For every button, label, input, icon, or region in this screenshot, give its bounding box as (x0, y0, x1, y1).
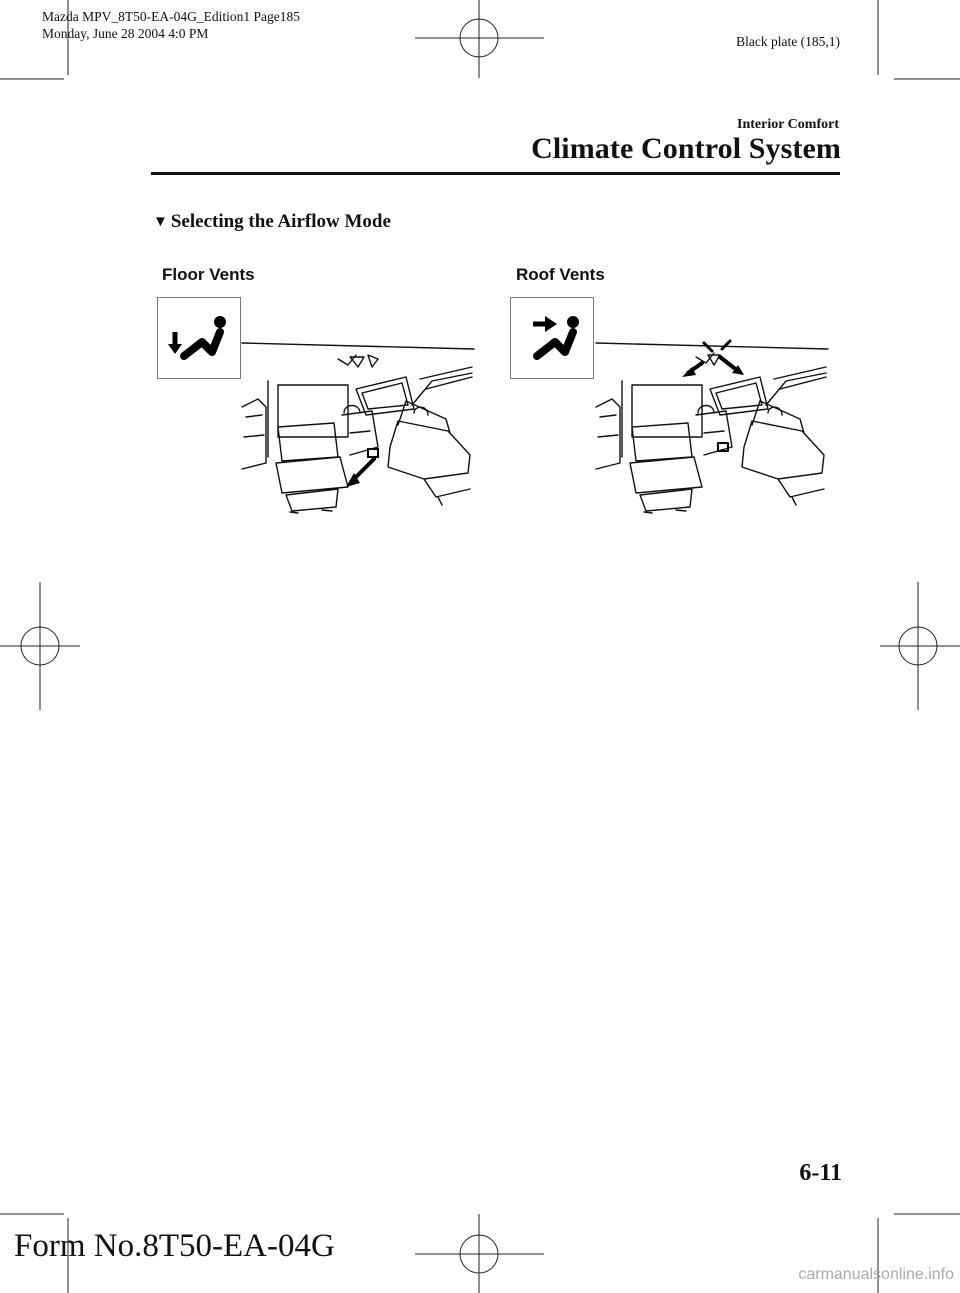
title-rule (151, 172, 840, 175)
floor-vent-mode-icon (157, 297, 241, 379)
form-number: Form No.8T50-EA-04G (14, 1228, 335, 1264)
subheading-text: Selecting the Airflow Mode (170, 211, 391, 232)
print-slug: Mazda MPV_8T50-EA-04G_Edition1 Page185 M… (42, 8, 300, 42)
figure-label-roof-vents: Roof Vents (516, 265, 605, 284)
print-slug-line2: Monday, June 28 2004 4:0 PM (42, 26, 209, 41)
van-interior-floor-illustration (241, 342, 475, 514)
figure-label-floor-vents: Floor Vents (162, 265, 255, 284)
van-interior-roof-illustration (595, 339, 829, 514)
section-label: Interior Comfort (737, 117, 839, 132)
triangle-marker-icon: ▼ (153, 214, 168, 230)
subheading: ▼Selecting the Airflow Mode (153, 211, 391, 233)
page-title: Climate Control System (531, 132, 841, 165)
print-slug-line1: Mazda MPV_8T50-EA-04G_Edition1 Page185 (42, 9, 300, 24)
page-number: 6-11 (799, 1160, 842, 1186)
watermark: carmanualsonline.info (798, 1266, 954, 1283)
black-plate-label: Black plate (185,1) (736, 34, 840, 49)
roof-vent-mode-icon (510, 297, 594, 379)
